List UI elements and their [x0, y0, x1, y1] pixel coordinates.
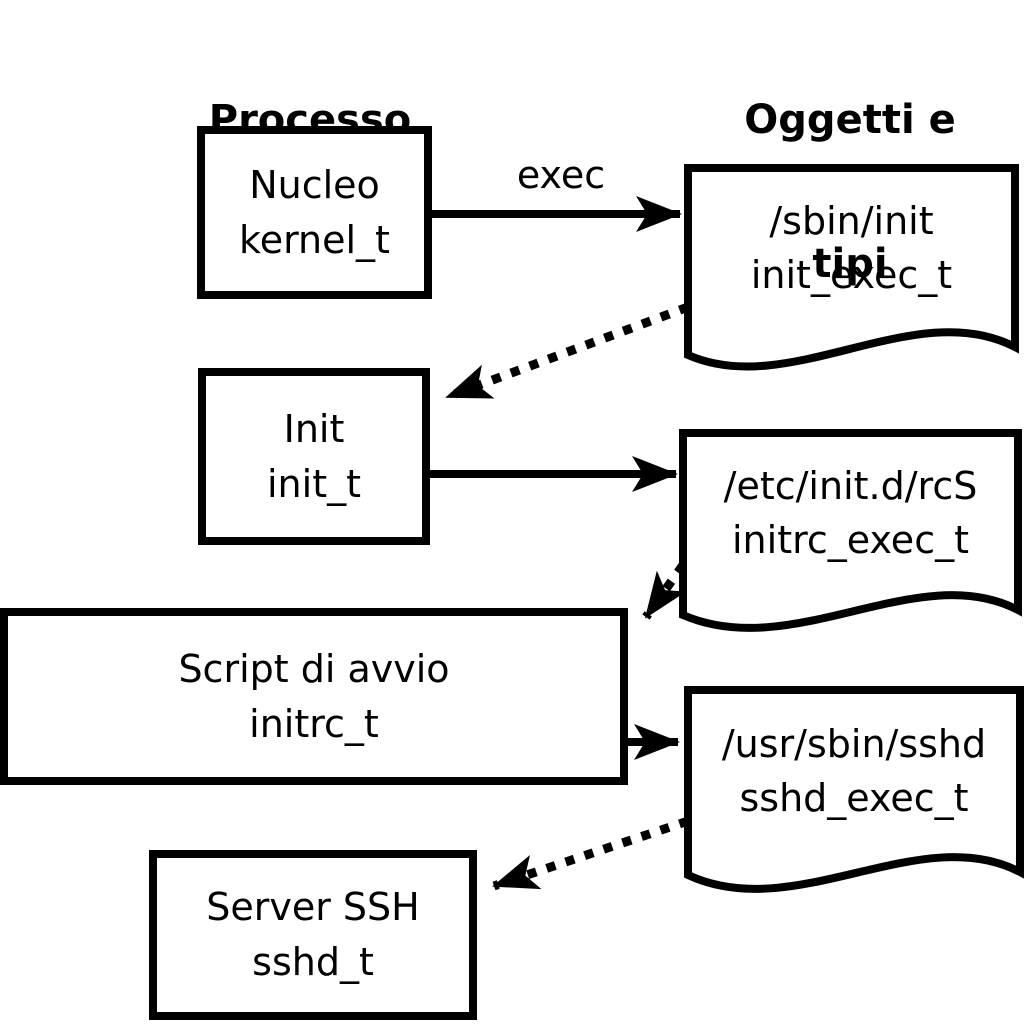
- process-name: Server SSH: [206, 885, 420, 929]
- object-label-initrc-exec: /etc/init.d/rcS initrc_exec_t: [683, 459, 1018, 567]
- process-box-init: Init init_t: [198, 368, 430, 545]
- process-domain: initrc_t: [249, 701, 379, 746]
- object-path: /etc/init.d/rcS: [723, 464, 978, 508]
- edge-label-exec: exec: [516, 153, 606, 197]
- arrow-transition-init-exec-to-init: [445, 302, 690, 402]
- arrow-transition-sshd-exec-to-sshd: [492, 816, 690, 891]
- process-box-sshd: Server SSH sshd_t: [149, 850, 477, 1020]
- header-right-line1: Oggetti e: [744, 97, 956, 143]
- object-label-sshd-exec: /usr/sbin/sshd sshd_exec_t: [688, 717, 1020, 825]
- object-path: /usr/sbin/sshd: [721, 722, 987, 766]
- object-type: sshd_exec_t: [739, 776, 969, 820]
- process-name: Script di avvio: [178, 646, 450, 691]
- process-name: Nucleo: [249, 162, 380, 207]
- arrow-transition-initrc-exec-to-initrc: [642, 562, 687, 620]
- process-domain: kernel_t: [239, 217, 390, 262]
- process-name: Init: [283, 406, 345, 451]
- object-type: init_exec_t: [750, 253, 953, 297]
- process-domain: sshd_t: [252, 940, 374, 984]
- header-right-line2: tipi: [812, 241, 888, 287]
- process-box-initrc: Script di avvio initrc_t: [0, 608, 628, 785]
- object-doc-init-exec: [684, 164, 1019, 371]
- object-path: /sbin/init: [769, 199, 934, 243]
- object-label-init-exec: /sbin/init init_exec_t: [688, 194, 1015, 302]
- process-box-kernel: Nucleo kernel_t: [197, 126, 432, 299]
- object-doc-sshd-exec: [684, 686, 1024, 893]
- column-header-objects: Oggetti e tipi: [670, 0, 1024, 384]
- process-domain: init_t: [267, 461, 361, 506]
- object-doc-initrc-exec: [679, 429, 1022, 632]
- object-type: initrc_exec_t: [732, 518, 969, 562]
